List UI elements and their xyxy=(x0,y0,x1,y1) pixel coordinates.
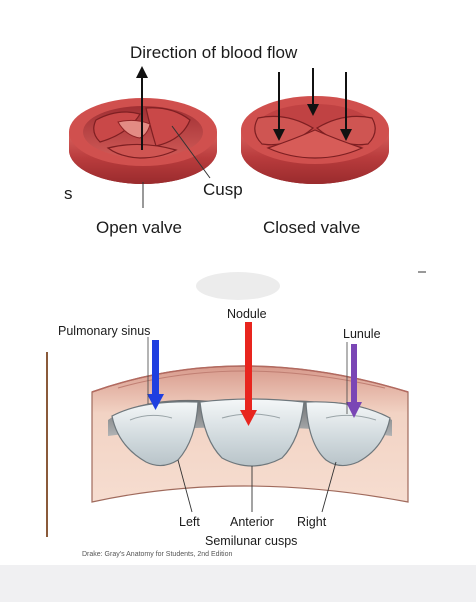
pulmonary-sinus-label: Pulmonary sinus xyxy=(58,324,151,338)
left-leader xyxy=(177,459,193,513)
right-leader xyxy=(321,461,337,513)
left-cusp-label: Left xyxy=(179,515,200,529)
cut-off-text: s xyxy=(64,184,73,203)
cusp-label: Cusp xyxy=(203,180,243,199)
left-edge-strip xyxy=(46,352,48,537)
anterior-cusp xyxy=(199,398,305,467)
closed-valve-label: Closed valve xyxy=(263,218,361,237)
pulmonary-sinus-arrow xyxy=(147,340,164,410)
nodule-arrow xyxy=(240,322,257,426)
closed-valve-illustration xyxy=(241,96,389,184)
open-valve-label: Open valve xyxy=(96,218,182,237)
direction-title: Direction of blood flow xyxy=(130,43,298,62)
semilunar-cusps-label: Semilunar cusps xyxy=(205,534,298,548)
top-figure xyxy=(69,66,389,208)
gray-smudge xyxy=(196,272,280,300)
nodule-label: Nodule xyxy=(227,307,267,321)
lunule-arrow xyxy=(346,344,362,418)
lunule-label: Lunule xyxy=(343,327,381,341)
source-credit: Drake: Gray's Anatomy for Students, 2nd … xyxy=(82,551,233,558)
cusp-leader-line xyxy=(171,125,211,179)
right-cusp-label: Right xyxy=(297,515,327,529)
footer-bar xyxy=(0,565,476,602)
bottom-figure xyxy=(46,322,409,537)
anterior-cusp-label: Anterior xyxy=(230,515,274,529)
